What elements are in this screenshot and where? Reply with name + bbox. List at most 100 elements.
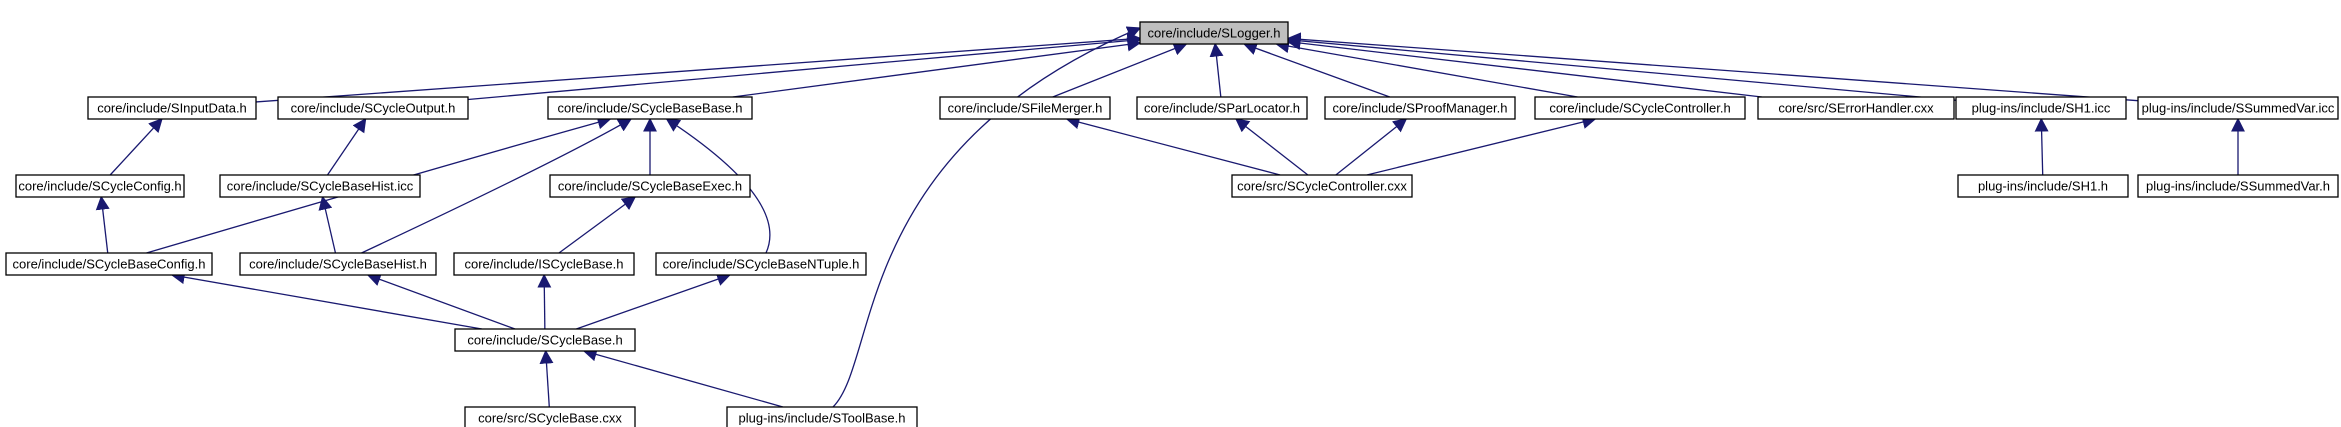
node-box (2137, 174, 2339, 198)
node-box (464, 406, 636, 427)
edge-scyclebase_h-to-iscyclebase (537, 273, 552, 330)
node-box (454, 328, 636, 352)
graph-node-serrorhandler[interactable]: core/src/SErrorHandler.cxx (1757, 96, 1955, 120)
node-label: core/include/SFileMerger.h (948, 101, 1103, 116)
node-box (1955, 96, 2127, 120)
node-box (1136, 96, 1308, 120)
edge-layer (95, 26, 2245, 408)
graph-node-scyclebasehist-icc[interactable]: core/include/SCycleBaseHist.icc (219, 174, 421, 198)
node-label: plug-ins/include/SH1.icc (1972, 101, 2111, 116)
node-box (15, 174, 185, 198)
node-box (1757, 96, 1955, 120)
graph-node-iscyclebase[interactable]: core/include/ISCycleBase.h (453, 252, 635, 276)
edge-scyclebase_h-to-scyclebasentuple (576, 272, 732, 330)
node-label: plug-ins/include/SH1.h (1978, 179, 2108, 194)
node-box (1324, 96, 1516, 120)
graph-node-stoolbase[interactable]: plug-ins/include/SToolBase.h (726, 406, 918, 427)
edge-scyclebasebase-to-slogger (732, 37, 1142, 98)
edge-stoolbase-to-slogger (832, 26, 1142, 408)
graph-node-ssummedvar-h[interactable]: plug-ins/include/SSummedVar.h (2137, 174, 2339, 198)
graph-node-sfilemerger[interactable]: core/include/SFileMerger.h (939, 96, 1111, 120)
edge-scyclecontroller_h-to-slogger (1275, 39, 1578, 98)
node-label: core/include/SLogger.h (1148, 26, 1281, 41)
graph-node-scyclebasentuple[interactable]: core/include/SCycleBaseNTuple.h (655, 252, 867, 276)
graph-node-scyclecontroller-h[interactable]: core/include/SCycleController.h (1534, 96, 1746, 120)
graph-node-slogger[interactable]: core/include/SLogger.h (1139, 21, 1289, 45)
node-label: core/include/SCycleBaseConfig.h (13, 257, 206, 272)
edge-scyclebase_cxx-to-scyclebase_h (539, 349, 554, 408)
node-label: core/include/SCycleOutput.h (291, 101, 456, 116)
edge-scyclebase_h-to-scyclebasehist_h (366, 272, 516, 330)
edge-serrorhandler-to-slogger (1286, 36, 1762, 98)
node-label: plug-ins/include/SToolBase.h (739, 411, 906, 426)
edge-scycleoutput-to-slogger (467, 33, 1142, 101)
node-label: core/include/SCycleBaseHist.h (249, 257, 427, 272)
graph-node-sproofmanager[interactable]: core/include/SProofManager.h (1324, 96, 1516, 120)
node-label: core/include/SCycleBaseExec.h (558, 179, 742, 194)
node-label: plug-ins/include/SSummedVar.h (2146, 179, 2330, 194)
node-box (5, 252, 213, 276)
node-label: core/src/SCycleController.cxx (1237, 179, 1407, 194)
graph-node-sinputdata[interactable]: core/include/SInputData.h (87, 96, 257, 120)
node-box (726, 406, 918, 427)
edge-ssummedvar_icc-to-slogger (1286, 32, 2139, 102)
node-box (549, 174, 751, 198)
node-box (547, 96, 753, 120)
graph-node-scycleconfig[interactable]: core/include/SCycleConfig.h (15, 174, 185, 198)
edge-scyclecontroller_cxx-to-sproofmanager (1335, 118, 1408, 176)
graph-node-scyclecontroller-cxx[interactable]: core/src/SCycleController.cxx (1231, 174, 1413, 198)
node-label: core/include/SCycleBaseNTuple.h (663, 257, 860, 272)
edge-scyclecontroller_cxx-to-sfilemerger (1065, 115, 1281, 176)
edge-scycleconfig-to-sinputdata (109, 117, 163, 176)
node-box (453, 252, 635, 276)
node-box (277, 96, 469, 120)
node-box (239, 252, 437, 276)
node-label: core/include/SCycleController.h (1549, 101, 1730, 116)
edge-scyclebasehist_h-to-scyclebasebase (361, 118, 633, 254)
node-label: core/include/SCycleBaseBase.h (558, 101, 743, 116)
node-label: core/include/SCycleBaseHist.icc (227, 179, 414, 194)
graph-node-scyclebase-h[interactable]: core/include/SCycleBase.h (454, 328, 636, 352)
node-label: core/src/SErrorHandler.cxx (1778, 101, 1934, 116)
graph-node-ssummedvar-icc[interactable]: plug-ins/include/SSummedVar.icc (2137, 96, 2339, 120)
edge-sparlocator-to-slogger (1209, 42, 1224, 98)
edge-scyclebaseconfig-to-scycleconfig (95, 195, 110, 254)
edge-sfilemerger-to-slogger (1052, 42, 1188, 98)
node-box (1534, 96, 1746, 120)
node-box (1139, 21, 1289, 45)
edge-sinputdata-to-slogger (255, 32, 1142, 103)
edge-scyclecontroller_cxx-to-scyclecontroller_h (1366, 115, 1597, 176)
node-label: core/include/SCycleConfig.h (18, 179, 181, 194)
node-box (87, 96, 257, 120)
node-label: core/include/SParLocator.h (1144, 101, 1300, 116)
edge-iscyclebase-to-scyclebaseexec (558, 196, 637, 254)
node-layer: core/include/SLogger.h core/include/SInpu… (5, 21, 2339, 427)
edge-scyclebasentuple-to-scyclebasebase (665, 118, 771, 254)
graph-node-scyclebasehist-h[interactable]: core/include/SCycleBaseHist.h (239, 252, 437, 276)
edge-scyclebase_h-to-scyclebaseconfig (170, 270, 483, 330)
node-box (2137, 96, 2339, 120)
graph-node-sparlocator[interactable]: core/include/SParLocator.h (1136, 96, 1308, 120)
node-box (1231, 174, 1413, 198)
edge-scyclebasehist_icc-to-scycleoutput (326, 117, 367, 176)
node-label: core/include/SInputData.h (97, 101, 247, 116)
edge-stoolbase-to-scyclebase_h (582, 347, 784, 408)
node-box (219, 174, 421, 198)
edge-sh1_icc-to-slogger (1286, 33, 1957, 101)
node-box (1957, 174, 2129, 198)
graph-node-scycleoutput[interactable]: core/include/SCycleOutput.h (277, 96, 469, 120)
node-label: core/include/SCycleBase.h (467, 333, 622, 348)
edge-scyclecontroller_cxx-to-sparlocator (1234, 118, 1309, 176)
graph-node-sh1-h[interactable]: plug-ins/include/SH1.h (1957, 174, 2129, 198)
node-box (939, 96, 1111, 120)
edge-scyclebaseconfig-to-scyclebasebase (146, 115, 612, 254)
node-label: plug-ins/include/SSummedVar.icc (2142, 101, 2335, 116)
edge-sh1_h-to-sh1_icc (2034, 117, 2049, 176)
graph-node-scyclebaseconfig[interactable]: core/include/SCycleBaseConfig.h (5, 252, 213, 276)
graph-node-scyclebasebase[interactable]: core/include/SCycleBaseBase.h (547, 96, 753, 120)
graph-node-scyclebase-cxx[interactable]: core/src/SCycleBase.cxx (464, 406, 636, 427)
graph-node-scyclebaseexec[interactable]: core/include/SCycleBaseExec.h (549, 174, 751, 198)
edge-scyclebasehist_h-to-scyclebasehist_icc (318, 195, 337, 254)
graph-node-sh1-icc[interactable]: plug-ins/include/SH1.icc (1955, 96, 2127, 120)
